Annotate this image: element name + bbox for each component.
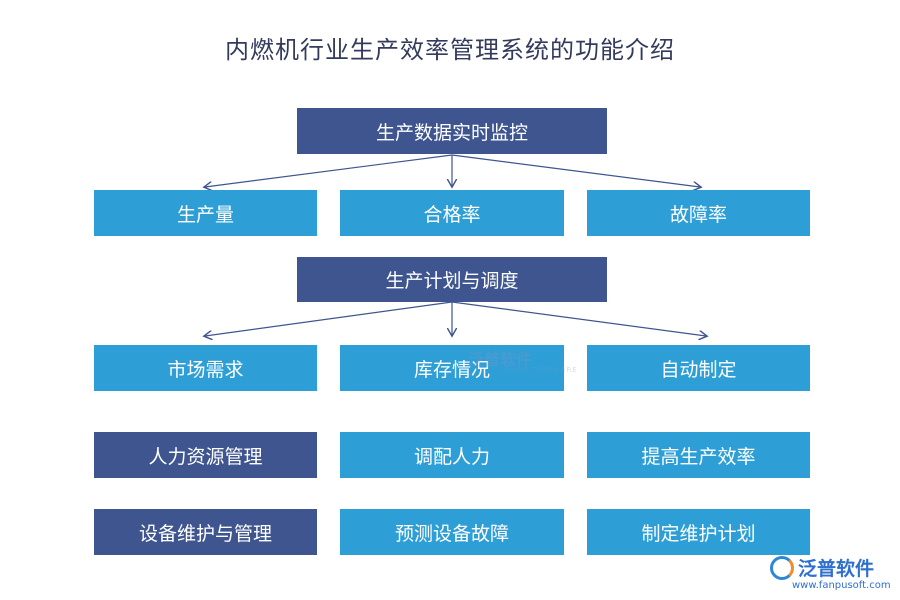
- item-maintenance-plan: 制定维护计划: [587, 509, 810, 555]
- brand-logo: 泛普软件: [770, 554, 874, 581]
- item-predict-failure: 预测设备故障: [340, 509, 564, 555]
- item-improve-efficiency: 提高生产效率: [587, 432, 810, 478]
- item-market-demand: 市场需求: [94, 345, 317, 391]
- watermark: 泛普软件: [468, 350, 533, 369]
- logo-url: www.fanpusoft.com: [792, 580, 891, 591]
- item-inventory: 库存情况: [340, 345, 564, 391]
- item-failure-rate: 故障率: [587, 190, 810, 236]
- watermark-sub: FANPU SOFTWARE: [500, 366, 578, 374]
- item-pass-rate: 合格率: [340, 190, 564, 236]
- page-title: 内燃机行业生产效率管理系统的功能介绍: [225, 36, 675, 64]
- logo-text: 泛普软件: [798, 558, 875, 580]
- item-output: 生产量: [94, 190, 317, 236]
- header-production-monitoring: 生产数据实时监控: [297, 108, 607, 154]
- item-allocate-staff: 调配人力: [340, 432, 564, 478]
- logo-icon: [770, 555, 794, 580]
- item-hr-management: 人力资源管理: [94, 432, 317, 478]
- item-auto-formulate: 自动制定: [587, 345, 810, 391]
- header-production-planning: 生产计划与调度: [297, 257, 607, 302]
- item-equipment-maintenance: 设备维护与管理: [94, 509, 317, 555]
